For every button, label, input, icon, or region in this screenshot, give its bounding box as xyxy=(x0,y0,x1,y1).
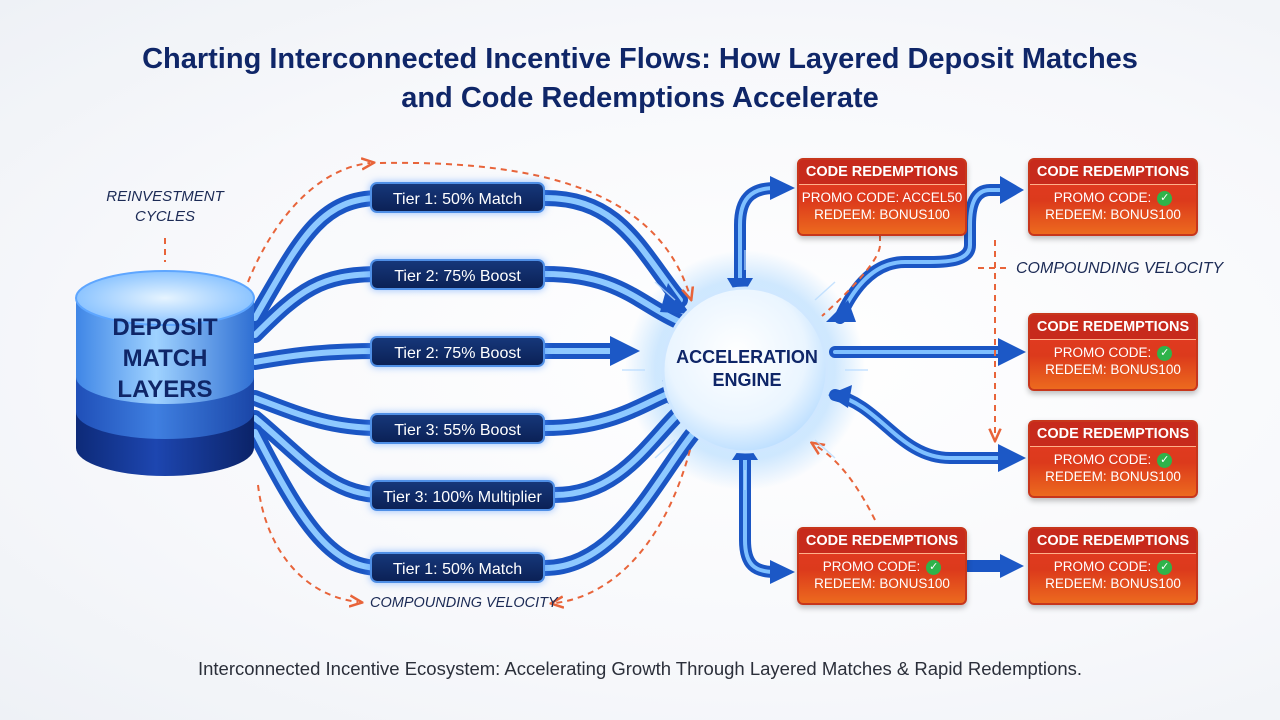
card-header: CODE REDEMPTIONS xyxy=(1030,529,1196,554)
tier-label: Tier 3: 100% Multiplier xyxy=(383,489,542,506)
check-icon: ✓ xyxy=(1157,559,1173,575)
redeem-line: REDEEM: BONUS100 xyxy=(814,576,950,591)
code-redemption-card: CODE REDEMPTIONS PROMO CODE: ✓ REDEEM: BO… xyxy=(1028,420,1198,498)
promo-code-line: PROMO CODE: ACCEL50 xyxy=(801,190,963,205)
redemption-connectors xyxy=(734,182,1011,578)
card-header: CODE REDEMPTIONS xyxy=(799,529,965,554)
figure-caption: Interconnected Incentive Ecosystem: Acce… xyxy=(197,658,1083,679)
page-title: Charting Interconnected Incentive Flows:… xyxy=(142,43,1138,114)
code-redemption-card: CODE REDEMPTIONS PROMO CODE: ✓ REDEEM: BO… xyxy=(1028,158,1198,236)
acceleration-engine xyxy=(622,250,868,490)
compounding-velocity-right-label: COMPOUNDING VELOCITY xyxy=(1016,260,1224,277)
tier-label: Tier 1: 50% Match xyxy=(392,561,523,578)
promo-code-line: PROMO CODE: xyxy=(1053,190,1152,205)
reinvestment-cycles-label: REINVESTMENT CYCLES xyxy=(106,188,224,225)
promo-code-line: PROMO CODE: xyxy=(1053,452,1152,467)
card-header: CODE REDEMPTIONS xyxy=(1030,160,1196,185)
tier-pill: Tier 2: 75% Boost xyxy=(370,259,545,290)
tier-label: Tier 3: 55% Boost xyxy=(394,422,521,439)
redeem-line: REDEEM: BONUS100 xyxy=(1045,576,1181,591)
redeem-line: REDEEM: BONUS100 xyxy=(1045,362,1181,377)
tier-label: Tier 2: 75% Boost xyxy=(394,268,521,285)
tier-label: Tier 2: 75% Boost xyxy=(394,345,521,362)
tier-pill: Tier 1: 50% Match xyxy=(370,182,545,213)
tier-pill: Tier 2: 75% Boost xyxy=(370,336,545,367)
redeem-line: REDEEM: BONUS100 xyxy=(1045,469,1181,484)
card-header: CODE REDEMPTIONS xyxy=(1030,315,1196,340)
tier-label: Tier 1: 50% Match xyxy=(392,191,523,208)
tier-pill: Tier 1: 50% Match xyxy=(370,552,545,583)
check-icon: ✓ xyxy=(926,559,942,575)
promo-code-line: PROMO CODE: xyxy=(1053,559,1152,574)
promo-code-line: PROMO CODE: xyxy=(822,559,921,574)
check-icon: ✓ xyxy=(1157,190,1173,206)
check-icon: ✓ xyxy=(1157,345,1173,361)
redeem-line: REDEEM: BONUS100 xyxy=(1045,207,1181,222)
dashed-cycles xyxy=(164,163,1010,603)
code-redemption-card: CODE REDEMPTIONS PROMO CODE: ✓ REDEEM: BO… xyxy=(1028,313,1198,391)
check-icon: ✓ xyxy=(1157,452,1173,468)
tier-pill: Tier 3: 100% Multiplier xyxy=(370,480,555,511)
tier-pill: Tier 3: 55% Boost xyxy=(370,413,545,444)
redeem-line: REDEEM: BONUS100 xyxy=(814,207,950,222)
acceleration-engine-label: ACCELERATION ENGINE xyxy=(676,347,818,390)
card-header: CODE REDEMPTIONS xyxy=(1030,422,1196,447)
code-redemption-card: CODE REDEMPTIONS PROMO CODE: ACCEL50 RED… xyxy=(797,158,967,236)
code-redemption-card: CODE REDEMPTIONS PROMO CODE: ✓ REDEEM: BO… xyxy=(797,527,967,605)
promo-code-line: PROMO CODE: xyxy=(1053,345,1152,360)
flow-1 xyxy=(247,190,688,326)
deposit-match-label: DEPOSIT MATCH LAYERS xyxy=(112,314,218,403)
code-redemption-card: CODE REDEMPTIONS PROMO CODE: ✓ REDEEM: BO… xyxy=(1028,527,1198,605)
compounding-velocity-bottom-label: COMPOUNDING VELOCITY xyxy=(370,595,558,611)
deposit-cylinder xyxy=(75,270,255,476)
card-header: CODE REDEMPTIONS xyxy=(799,160,965,185)
